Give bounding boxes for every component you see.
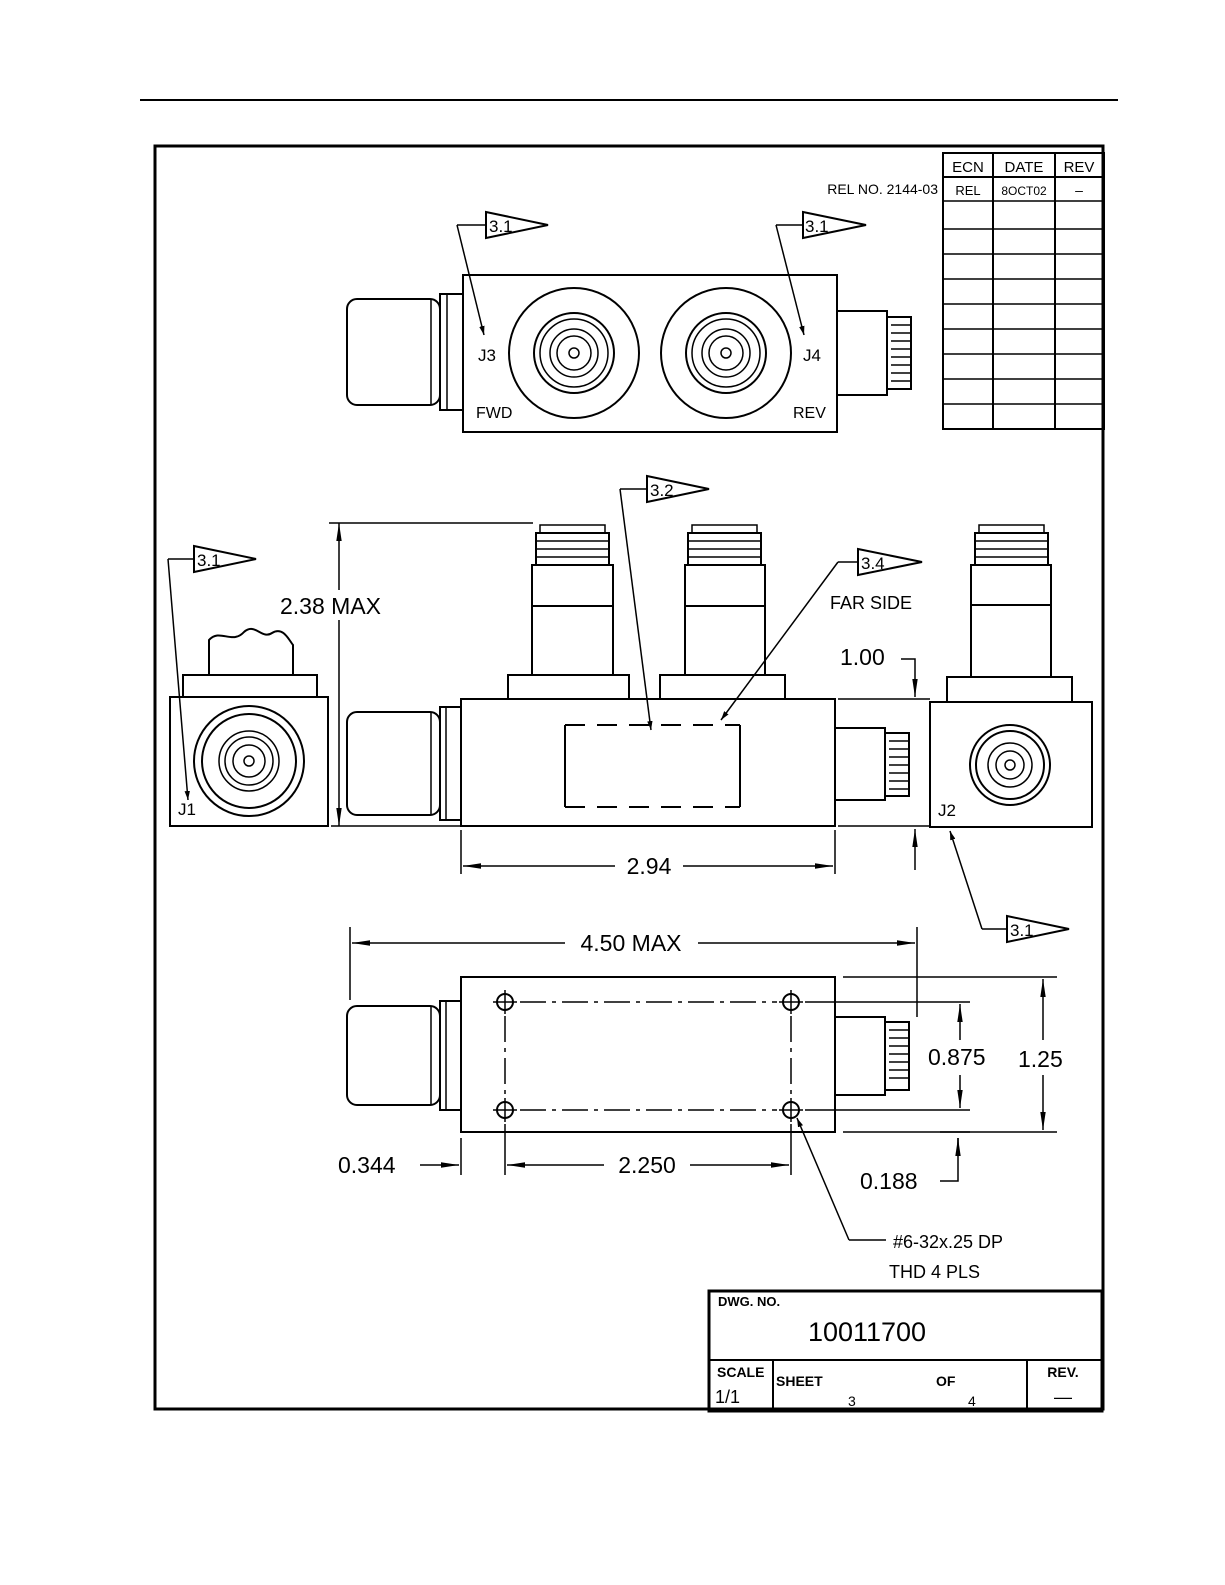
dwg-no-label: DWG. NO. <box>718 1294 780 1309</box>
far-side-label: FAR SIDE <box>830 593 912 613</box>
note-flag-3-2: 3.2 <box>620 476 709 730</box>
bottom-view <box>347 977 909 1132</box>
dimension-overall-length: 4.50 MAX <box>350 927 917 1017</box>
svg-text:0.188: 0.188 <box>860 1168 918 1194</box>
thread-note-line-2: THD 4 PLS <box>889 1262 980 1282</box>
svg-text:1.00: 1.00 <box>840 644 885 670</box>
bottom-view-body <box>461 977 835 1132</box>
svg-text:1.25: 1.25 <box>1018 1046 1063 1072</box>
j3-label: J3 <box>478 346 496 365</box>
revision-table: ECN DATE REV REL 8OCT02 – <box>943 153 1104 429</box>
svg-text:3.2: 3.2 <box>650 481 674 500</box>
j1-label: J1 <box>178 800 196 819</box>
note-flag-3-1-j1: 3.1 <box>168 546 256 800</box>
j3-port <box>509 288 639 418</box>
top-right-connector <box>837 311 887 395</box>
rev-table-header-date: DATE <box>1005 159 1044 176</box>
j4-port <box>661 288 791 418</box>
sheet-label: SHEET <box>776 1373 823 1389</box>
side-j4-connector <box>660 525 785 699</box>
sheet-value: 3 <box>848 1393 856 1409</box>
svg-text:0.344: 0.344 <box>338 1152 396 1178</box>
top-left-connector <box>347 299 440 405</box>
of-label: OF <box>936 1373 956 1389</box>
drawing-border <box>155 146 1103 1409</box>
rev-table-date-value: 8OCT02 <box>1001 184 1047 198</box>
dimension-hole-spacing-y: 0.875 <box>805 1002 986 1110</box>
tapped-hole-top-right <box>779 990 803 1014</box>
svg-text:3.1: 3.1 <box>489 217 513 236</box>
rev-value-title: — <box>1054 1387 1072 1407</box>
fwd-label: FWD <box>476 405 512 422</box>
scale-value: 1/1 <box>715 1387 740 1407</box>
svg-text:4.50 MAX: 4.50 MAX <box>581 930 682 956</box>
svg-text:2.94: 2.94 <box>627 853 672 879</box>
rev-label-title: REV. <box>1047 1364 1078 1380</box>
svg-text:3.1: 3.1 <box>1010 921 1034 940</box>
note-flag-3-1-j3: 3.1 <box>457 212 548 335</box>
svg-text:2.38 MAX: 2.38 MAX <box>280 593 381 619</box>
j2-label: J2 <box>938 801 956 820</box>
rev-table-header-ecn: ECN <box>952 159 984 176</box>
thread-callout: #6-32x.25 DP THD 4 PLS <box>797 1118 1003 1282</box>
svg-text:0.875: 0.875 <box>928 1044 986 1070</box>
rev-table-rev-value: – <box>1075 182 1083 198</box>
of-value: 4 <box>968 1393 976 1409</box>
svg-text:3.1: 3.1 <box>197 551 221 570</box>
note-flag-3-4: 3.4 <box>721 549 922 720</box>
top-view: J3 J4 FWD REV <box>347 275 911 432</box>
rev-table-header-rev: REV <box>1064 159 1095 176</box>
bottom-left-connector <box>347 1006 440 1105</box>
drawing-number: 10011700 <box>808 1317 926 1347</box>
j2-end-view: J2 <box>930 525 1092 827</box>
tapped-hole-bottom-left <box>493 1098 517 1122</box>
dimension-body-length: 2.94 <box>461 830 835 879</box>
thread-note-line-1: #6-32x.25 DP <box>893 1232 1003 1252</box>
dimension-edge-offset-y: 0.188 <box>860 1132 970 1194</box>
note-flag-3-1-j4: 3.1 <box>776 212 866 335</box>
note-flag-3-1-j2: 3.1 <box>950 831 1069 942</box>
tapped-hole-bottom-right <box>779 1098 803 1122</box>
release-number: REL NO. 2144-03 <box>827 181 938 197</box>
tapped-hole-top-left <box>493 990 517 1014</box>
bottom-right-connector <box>835 1017 885 1095</box>
top-view-body <box>463 275 837 432</box>
rev-label: REV <box>793 405 826 422</box>
scale-label: SCALE <box>717 1364 764 1380</box>
side-left-connector <box>347 712 440 815</box>
side-j3-connector <box>508 525 629 699</box>
side-right-connector <box>835 728 885 800</box>
rev-table-ecn-value: REL <box>955 183 980 198</box>
svg-text:3.1: 3.1 <box>805 217 829 236</box>
svg-text:2.250: 2.250 <box>618 1152 676 1178</box>
svg-text:3.4: 3.4 <box>861 554 885 573</box>
j4-label: J4 <box>803 346 821 365</box>
side-view: FAR SIDE <box>347 525 912 826</box>
j1-end-view: J1 <box>170 629 328 826</box>
title-block: DWG. NO. 10011700 SCALE 1/1 SHEET 3 OF 4… <box>709 1291 1102 1411</box>
